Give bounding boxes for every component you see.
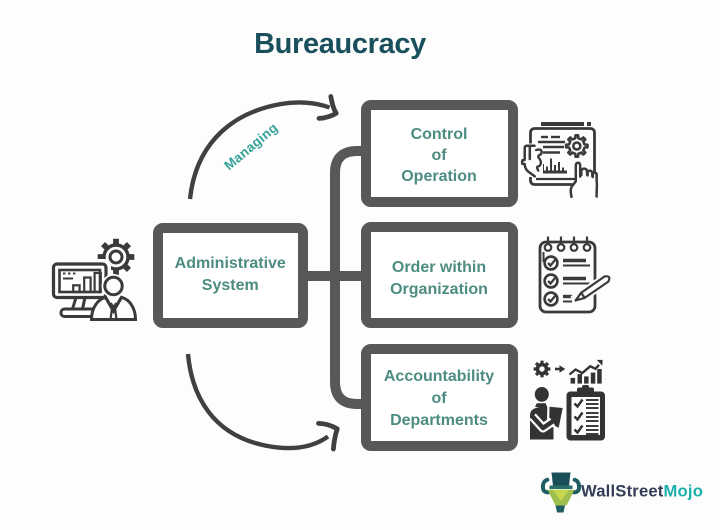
svg-text:WallStreetMojo: WallStreetMojo [581,482,703,501]
